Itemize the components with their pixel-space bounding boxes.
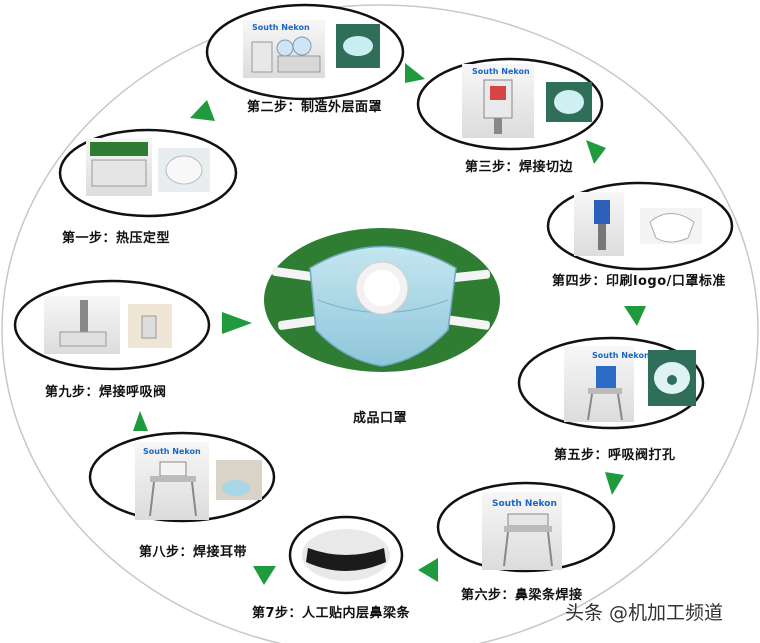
step3-brand: South Nekon bbox=[472, 67, 530, 76]
step8-node: South Nekon bbox=[88, 431, 276, 523]
arrow-step3-to-step4 bbox=[586, 140, 606, 164]
step2-node: South Nekon bbox=[205, 3, 405, 101]
arrow-step8-to-step9 bbox=[133, 411, 148, 431]
background-circle bbox=[1, 4, 759, 643]
arrow-step7-to-step8 bbox=[253, 566, 276, 585]
step9-node bbox=[13, 279, 211, 371]
step5-node: South Nekon bbox=[517, 336, 705, 430]
arrow-step2-to-step3 bbox=[405, 63, 425, 83]
arrow-step9-to-center bbox=[222, 312, 252, 334]
step4-label: 第四步：印刷logo/口罩标准 bbox=[552, 274, 726, 289]
step1-label: 第一步：热压定型 bbox=[62, 231, 171, 246]
arrow-step1-to-step2 bbox=[190, 100, 215, 121]
step4-node bbox=[546, 181, 734, 271]
step6-brand: South Nekon bbox=[492, 499, 557, 509]
arrow-step6-to-step7 bbox=[418, 558, 438, 582]
arrow-step4-to-step5 bbox=[624, 306, 646, 326]
step2-label: 第二步：制造外层面罩 bbox=[247, 100, 383, 115]
step7-label: 第7步：人工贴内层鼻梁条 bbox=[252, 606, 411, 621]
step9-label: 第九步：焊接呼吸阀 bbox=[45, 385, 167, 400]
step1-node bbox=[58, 128, 238, 218]
step5-brand: South Nekon bbox=[592, 351, 650, 360]
center-product bbox=[264, 228, 500, 372]
step5-label: 第五步：呼吸阀打孔 bbox=[554, 448, 676, 463]
step6-label: 第六步：鼻梁条焊接 bbox=[461, 588, 583, 603]
step2-brand: South Nekon bbox=[252, 23, 310, 32]
arrow-step5-to-step6 bbox=[605, 472, 624, 495]
step3-node: South Nekon bbox=[416, 57, 604, 151]
step7-node bbox=[288, 515, 404, 595]
watermark: 头条 @机加工频道 bbox=[565, 602, 724, 624]
step6-node: South Nekon bbox=[436, 481, 616, 573]
step8-brand: South Nekon bbox=[143, 447, 201, 456]
center-product-label: 成品口罩 bbox=[353, 411, 408, 426]
step8-label: 第八步：焊接耳带 bbox=[139, 545, 248, 560]
step3-label: 第三步：焊接切边 bbox=[465, 160, 574, 175]
